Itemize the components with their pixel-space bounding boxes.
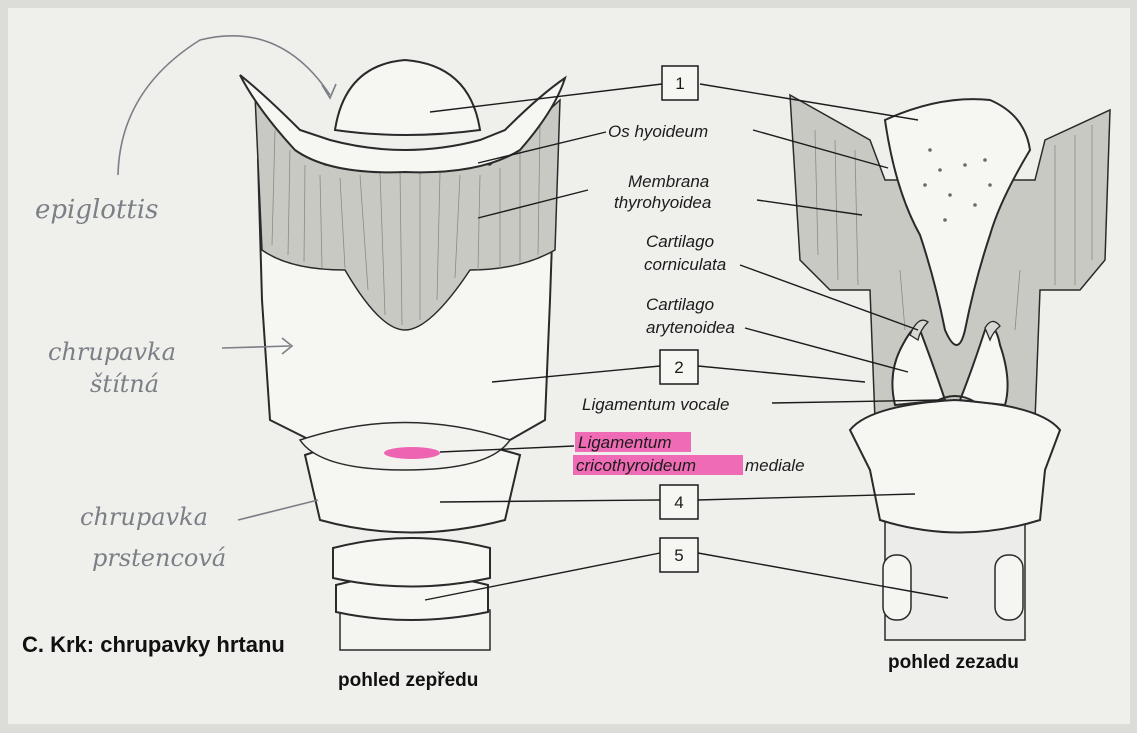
back-trachea-ring-right (995, 555, 1023, 620)
label-arytenoidea-line2: arytenoidea (646, 318, 735, 337)
callout-box-1: 1 (662, 66, 698, 100)
callout-number-5: 5 (674, 546, 683, 565)
front-trachea-ring-upper (333, 538, 490, 587)
caption-front-view: pohled zepředu (338, 670, 478, 691)
callout-box-5: 5 (660, 538, 698, 572)
label-cricothyr-line2: cricothyroideum (576, 456, 696, 475)
handwritten-epiglottis: epiglottis (35, 195, 159, 225)
label-os-hyoideum: Os hyoideum (608, 122, 708, 141)
callout-box-2: 2 (660, 350, 698, 384)
label-ligamentum-vocale: Ligamentum vocale (582, 395, 729, 414)
callout-number-1: 1 (675, 74, 684, 93)
figure-title: C. Krk: chrupavky hrtanu (22, 632, 285, 657)
callout-number-4: 4 (674, 493, 683, 512)
handwritten-prstencova-line2: prstencová (92, 544, 226, 572)
label-membrana-line2: thyrohyoidea (614, 193, 711, 212)
label-corniculata-line1: Cartilago (646, 232, 714, 251)
callout-box-4: 4 (660, 485, 698, 519)
label-cricothyr-line1: Ligamentum (578, 433, 672, 452)
callout-number-2: 2 (674, 358, 683, 377)
caption-back-view: pohled zezadu (888, 652, 1019, 673)
label-cricothyr-line3: mediale (745, 456, 805, 475)
handwritten-stitna-line1: chrupavka (48, 338, 176, 366)
label-arytenoidea-line1: Cartilago (646, 295, 714, 314)
handwritten-stitna-line2: štítná (90, 370, 159, 398)
back-cricoid-cartilage (850, 400, 1060, 533)
label-corniculata-line2: corniculata (644, 255, 726, 274)
front-ligamentum-highlight (384, 447, 440, 459)
handwritten-prstencova-line1: chrupavka (80, 503, 208, 531)
label-membrana-line1: Membrana (628, 172, 709, 191)
